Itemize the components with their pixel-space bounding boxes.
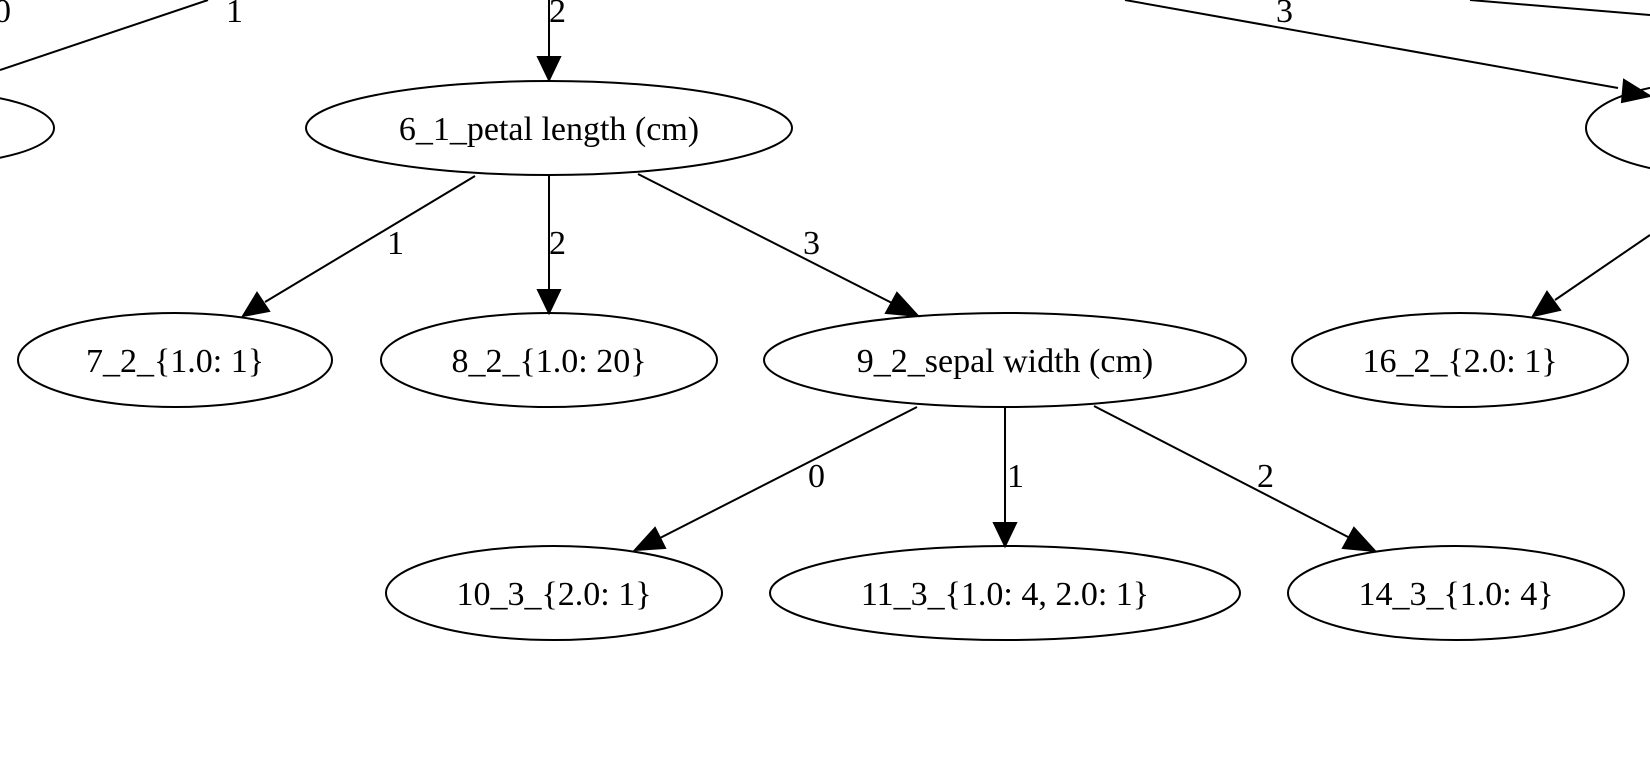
edge-top-right-extra: [1469, 0, 1650, 16]
edge-label: 1: [387, 225, 404, 262]
edge-label: 0: [808, 458, 825, 495]
edge-label: 1: [226, 0, 243, 30]
edge-node-9-to-node-10: [659, 406, 918, 539]
node-label: 14_3_{1.0: 4}: [1358, 576, 1553, 613]
edge-node-9-to-node-14: [1093, 405, 1351, 539]
node-ellipse: [1291, 312, 1629, 408]
arrowhead-node-8: [536, 289, 562, 316]
node-ellipse: [305, 80, 793, 176]
edge-label: 2: [549, 225, 566, 262]
node-label: 16_2_{2.0: 1}: [1362, 343, 1557, 380]
edge-node-6-to-node-9: [637, 173, 893, 304]
node-ellipse: [769, 545, 1241, 641]
arrowhead-node-14: [1341, 526, 1378, 553]
edge-label: 1: [1007, 458, 1024, 495]
tree-node-6[interactable]: 6_1_petal length (cm): [305, 80, 793, 176]
arrowhead-node-6: [536, 56, 562, 83]
edge-top-to-node-right: [1124, 0, 1619, 89]
node-label: 11_3_{1.0: 4, 2.0: 1}: [861, 576, 1149, 613]
arrowhead-node-16: [1530, 290, 1562, 318]
node-ellipse: [380, 312, 718, 408]
node-ellipse: [763, 312, 1247, 408]
edge-label: 3: [803, 225, 820, 262]
edge-top-left-to-node-0: [0, 0, 209, 71]
arrowhead-node-9: [884, 291, 921, 318]
node-ellipse: [385, 545, 723, 641]
node-label: 8_2_{1.0: 20}: [451, 343, 646, 380]
arrowhead-node-7: [240, 291, 271, 318]
edge-node-right-to-node-16: [1554, 234, 1650, 301]
node-ellipse: [17, 312, 333, 408]
tree-node-9[interactable]: 9_2_sepal width (cm): [763, 312, 1247, 408]
node-label: 10_3_{2.0: 1}: [456, 576, 651, 613]
edge-label: 2: [549, 0, 566, 30]
edges: [0, 0, 1650, 553]
tree-node-16[interactable]: 16_2_{2.0: 1}: [1291, 312, 1629, 408]
node-label: 7_2_{1.0: 1}: [86, 343, 264, 380]
edge-node-6-to-node-7: [264, 175, 476, 303]
edge-labels: 0 1 2 3 1 2 3 0 1 2: [0, 0, 1293, 495]
tree-node-clipped-right[interactable]: [1585, 81, 1650, 175]
tree-node-14[interactable]: 14_3_{1.0: 4}: [1287, 545, 1625, 641]
edge-label: 2: [1257, 458, 1274, 495]
tree-node-11[interactable]: 11_3_{1.0: 4, 2.0: 1}: [769, 545, 1241, 641]
arrowhead-node-10: [632, 526, 667, 552]
edge-label-zero-topleft: 0: [0, 0, 11, 30]
node-ellipse: [1287, 545, 1625, 641]
tree-node-10[interactable]: 10_3_{2.0: 1}: [385, 545, 723, 641]
arrowhead-node-11: [992, 522, 1018, 549]
edge-label: 3: [1276, 0, 1293, 30]
node-label: 6_1_petal length (cm): [399, 111, 699, 148]
tree-node-8[interactable]: 8_2_{1.0: 20}: [380, 312, 718, 408]
node-label: 9_2_sepal width (cm): [857, 343, 1154, 380]
nodes: 6_1_petal length (cm) 7_2_{1.0: 1} 8_2_{…: [0, 80, 1650, 641]
tree-node-7[interactable]: 7_2_{1.0: 1}: [17, 312, 333, 408]
tree-node-clipped-left[interactable]: [0, 92, 55, 164]
